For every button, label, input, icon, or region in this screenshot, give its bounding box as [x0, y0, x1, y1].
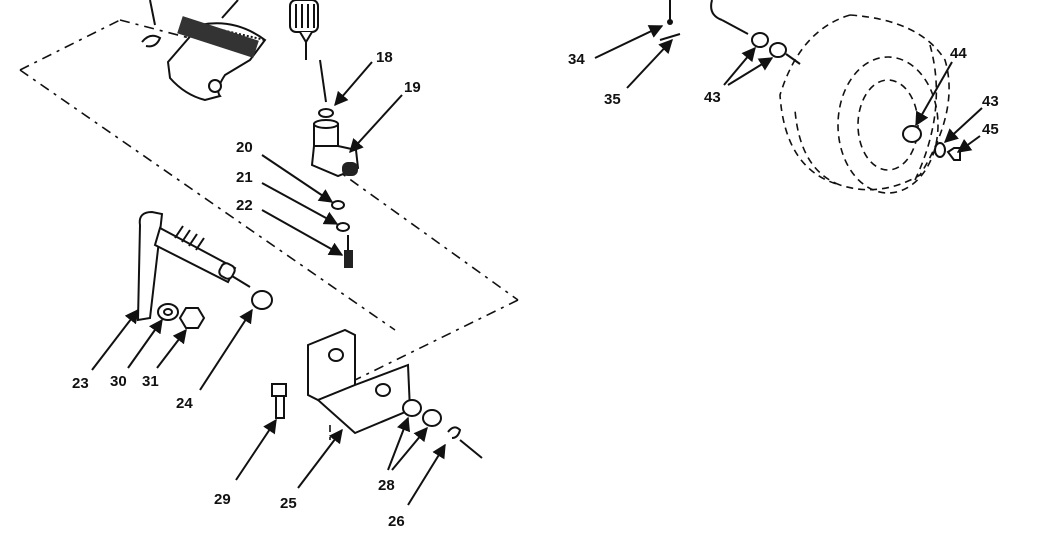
- leader-top-b: [221, 0, 239, 19]
- leader-45: [956, 135, 981, 153]
- assembly-outline-frame: [19, 19, 519, 440]
- callout-34: 34: [568, 51, 585, 68]
- leader-20: [261, 154, 334, 203]
- hex-nut-part-31: [178, 307, 206, 329]
- washer-part-28a: [402, 399, 422, 417]
- washer-part-43a: [751, 32, 769, 48]
- fastener-part-34: [667, 19, 673, 25]
- retaining-clip-part: [141, 34, 162, 48]
- washer-part-28b: [422, 409, 442, 427]
- axle-pin-part: [710, 0, 749, 35]
- lockwasher-part-21: [336, 222, 350, 232]
- leader-24: [199, 308, 253, 391]
- cap-part-45: [946, 147, 961, 161]
- washer-part-18: [318, 108, 334, 118]
- screw-part-22: [344, 235, 353, 268]
- leader-43a: [723, 46, 756, 86]
- leader-28b: [391, 426, 428, 471]
- leader-31: [156, 328, 187, 369]
- bracket-part-25: [307, 328, 412, 435]
- leader-34: [594, 25, 664, 59]
- leader-18: [334, 61, 373, 107]
- leader-43b: [727, 57, 774, 86]
- callout-29: 29: [214, 491, 231, 508]
- callout-19: 19: [404, 79, 421, 96]
- callout-20: 20: [236, 139, 253, 156]
- callout-25: 25: [280, 495, 297, 512]
- bushing-part-24: [251, 290, 273, 310]
- tire-wheel-part: [779, 14, 950, 194]
- washer-part-43b: [769, 42, 787, 58]
- leader-23: [91, 308, 139, 371]
- bolt-part-29: [271, 383, 287, 419]
- control-rod-part: [289, 0, 327, 103]
- swivel-block-part: [310, 119, 360, 178]
- washer-part-30: [157, 303, 179, 321]
- clip-part-26: [447, 426, 462, 439]
- callout-45: 45: [982, 121, 999, 138]
- callout-31: 31: [142, 373, 159, 390]
- callout-35: 35: [604, 91, 621, 108]
- callout-labels: 18 19 20 21 22 23 30 31 24 29 25 28 26 3…: [72, 45, 999, 530]
- leader-28a: [387, 416, 411, 471]
- shift-lever-shaft-part: [136, 210, 251, 322]
- quadrant-gear-part: [166, 16, 267, 102]
- callout-22: 22: [236, 197, 253, 214]
- leader-29: [235, 418, 277, 481]
- hub-washer-part-44: [902, 125, 922, 143]
- leader-21: [261, 182, 339, 225]
- callout-28: 28: [378, 477, 395, 494]
- callout-44: 44: [950, 45, 967, 62]
- leader-19: [349, 94, 403, 154]
- leader-30: [127, 318, 163, 369]
- callout-43a: 43: [704, 89, 721, 106]
- leader-25: [297, 428, 343, 489]
- callout-24: 24: [176, 395, 193, 412]
- leader-43c: [943, 107, 983, 143]
- callout-30: 30: [110, 373, 127, 390]
- spring-clip-part-35: [659, 33, 681, 41]
- callout-21: 21: [236, 169, 253, 186]
- callout-26: 26: [388, 513, 405, 530]
- washer-part-43c: [934, 142, 946, 158]
- leader-top-a: [149, 0, 156, 26]
- leader-26: [407, 443, 446, 506]
- callout-23: 23: [72, 375, 89, 392]
- leader-44: [915, 61, 953, 127]
- washer-part-20: [331, 200, 345, 210]
- callout-18: 18: [376, 49, 393, 66]
- leader-22: [261, 209, 344, 256]
- leader-35: [626, 38, 673, 89]
- callout-43b: 43: [982, 93, 999, 110]
